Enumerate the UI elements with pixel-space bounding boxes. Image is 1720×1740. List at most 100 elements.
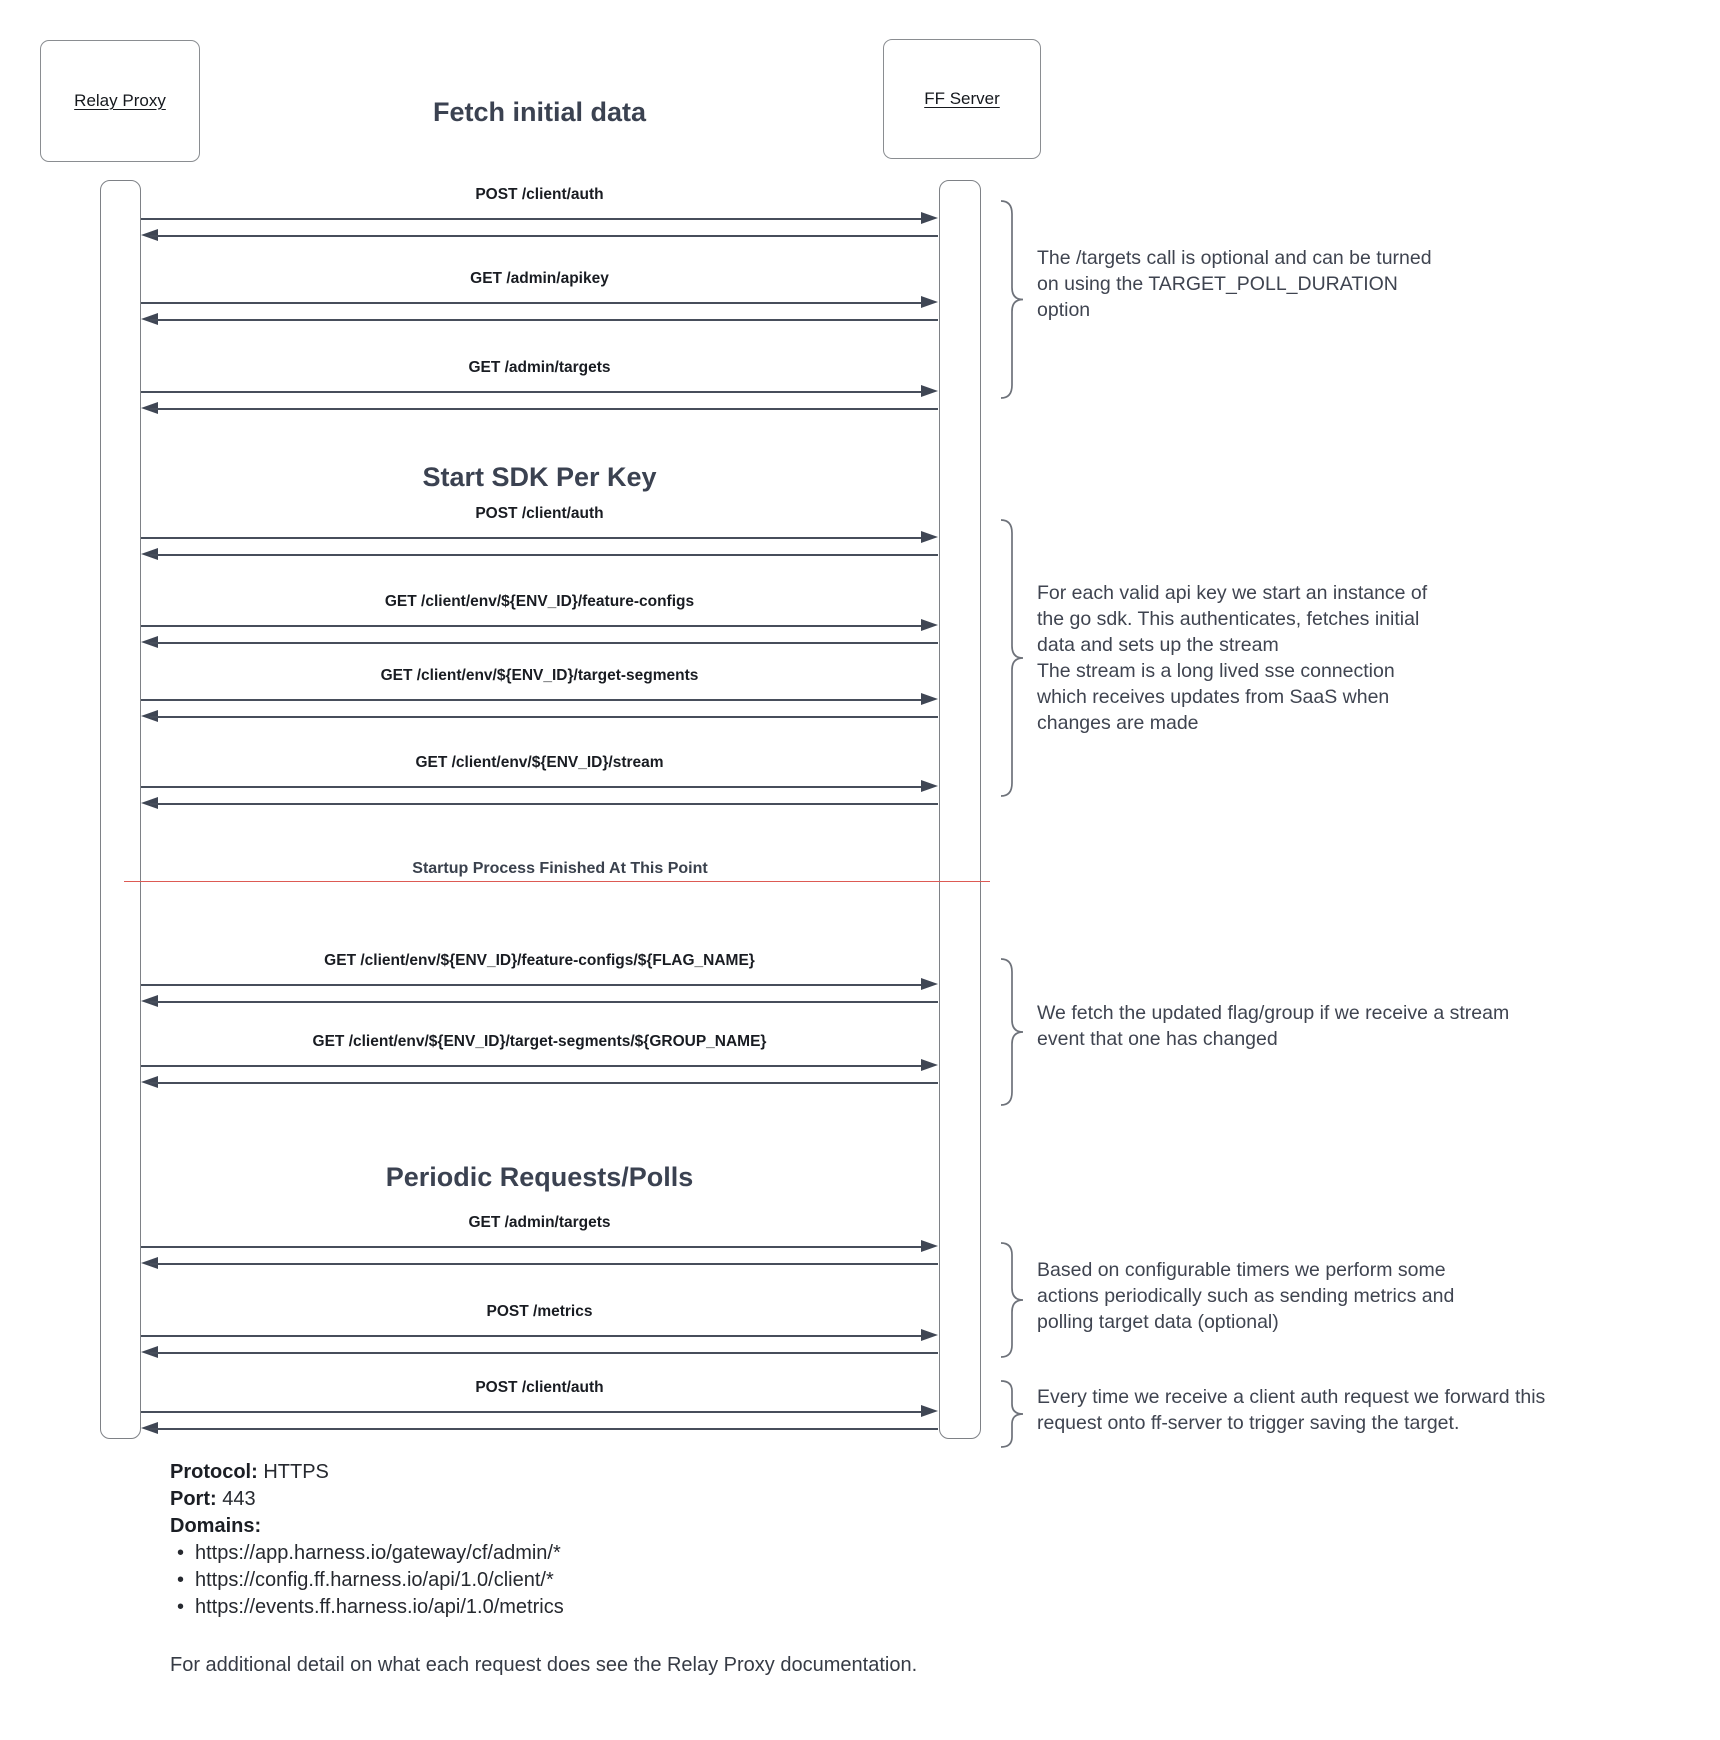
message-pair: POST /client/auth — [141, 505, 938, 560]
message-pair: GET /admin/apikey — [141, 270, 938, 325]
bullet-icon: • — [177, 1542, 185, 1564]
brace-icon — [999, 1242, 1025, 1358]
message-pair: GET /admin/targets — [141, 1214, 938, 1269]
protocol-line: Protocol: HTTPS — [170, 1459, 564, 1486]
annotation-line: data and sets up the stream — [1037, 634, 1279, 656]
actor-label-ff-server: FF Server — [924, 89, 1000, 108]
message-pair: GET /client/env/${ENV_ID}/target-segment… — [141, 1033, 938, 1088]
request-arrow — [141, 978, 938, 992]
response-arrow — [141, 797, 938, 811]
lifeline-bar-ff-server — [939, 180, 981, 1439]
section-title-periodic-requests-polls: Periodic Requests/Polls — [385, 1162, 694, 1192]
arrowhead-right-icon — [921, 780, 938, 792]
arrowhead-right-icon — [921, 1059, 938, 1071]
message-label: GET /client/env/${ENV_ID}/target-segment… — [312, 1033, 767, 1050]
arrowhead-left-icon — [141, 229, 158, 241]
arrowhead-right-icon — [921, 212, 938, 224]
annotation-client-auth-forward: Every time we receive a client auth requ… — [1037, 1384, 1545, 1436]
message-label: GET /client/env/${ENV_ID}/target-segment… — [380, 667, 699, 684]
annotation-line: which receives updates from SaaS when — [1037, 686, 1390, 708]
brace-icon — [999, 1380, 1025, 1448]
domain-url: https://app.harness.io/gateway/cf/admin/… — [195, 1542, 561, 1564]
response-arrow — [141, 710, 938, 724]
annotation-line: the go sdk. This authenticates, fetches … — [1037, 608, 1420, 630]
request-arrow — [141, 212, 938, 226]
annotation-sdk-instance: For each valid api key we start an insta… — [1037, 580, 1427, 736]
request-arrow — [141, 531, 938, 545]
response-arrow — [141, 1422, 938, 1436]
annotation-targets-optional: The /targets call is optional and can be… — [1037, 245, 1432, 323]
annotation-line: request onto ff-server to trigger saving… — [1037, 1412, 1460, 1434]
message-label: POST /metrics — [486, 1303, 593, 1320]
arrowhead-left-icon — [141, 636, 158, 648]
annotation-line: changes are made — [1037, 712, 1199, 734]
startup-divider-label: Startup Process Finished At This Point — [412, 860, 708, 877]
request-arrow — [141, 296, 938, 310]
annotation-line: on using the TARGET_POLL_DURATION — [1037, 273, 1398, 295]
message-pair: POST /metrics — [141, 1303, 938, 1358]
request-arrow — [141, 619, 938, 633]
arrowhead-right-icon — [921, 531, 938, 543]
response-arrow — [141, 1346, 938, 1360]
protocol-label: Protocol: — [170, 1461, 258, 1483]
request-arrow — [141, 1405, 938, 1419]
arrowhead-right-icon — [921, 978, 938, 990]
message-pair: GET /client/env/${ENV_ID}/feature-config… — [141, 593, 938, 648]
arrowhead-left-icon — [141, 995, 158, 1007]
brace-icon — [999, 519, 1025, 797]
request-arrow — [141, 1240, 938, 1254]
message-pair: GET /client/env/${ENV_ID}/target-segment… — [141, 667, 938, 722]
message-pair: GET /client/env/${ENV_ID}/feature-config… — [141, 952, 938, 1007]
arrowhead-left-icon — [141, 1422, 158, 1434]
arrowhead-right-icon — [921, 1240, 938, 1252]
actor-label-relay-proxy: Relay Proxy — [74, 91, 166, 110]
arrowhead-left-icon — [141, 402, 158, 414]
annotation-periodic-timers: Based on configurable timers we perform … — [1037, 1257, 1454, 1335]
actor-box-ff-server: FF Server — [883, 39, 1041, 159]
message-pair: POST /client/auth — [141, 1379, 938, 1434]
response-arrow — [141, 636, 938, 650]
annotation-line: polling target data (optional) — [1037, 1311, 1279, 1333]
port-label: Port: — [170, 1488, 217, 1510]
message-label: GET /admin/apikey — [470, 270, 609, 287]
arrowhead-left-icon — [141, 1076, 158, 1088]
brace-icon — [999, 958, 1025, 1106]
request-arrow — [141, 385, 938, 399]
message-label: POST /client/auth — [475, 505, 604, 522]
arrowhead-right-icon — [921, 693, 938, 705]
message-label: GET /admin/targets — [468, 359, 611, 376]
response-arrow — [141, 548, 938, 562]
message-label: GET /client/env/${ENV_ID}/stream — [415, 754, 664, 771]
response-arrow — [141, 313, 938, 327]
domains-label: Domains: — [170, 1515, 262, 1537]
actor-box-relay-proxy: Relay Proxy — [40, 40, 200, 162]
response-arrow — [141, 229, 938, 243]
message-label: GET /client/env/${ENV_ID}/feature-config… — [384, 593, 695, 610]
annotation-line: option — [1037, 299, 1091, 321]
annotation-line: event that one has changed — [1037, 1028, 1278, 1050]
request-arrow — [141, 693, 938, 707]
message-label: POST /client/auth — [475, 1379, 604, 1396]
arrowhead-right-icon — [921, 1329, 938, 1341]
bullet-icon: • — [177, 1569, 185, 1591]
annotation-line: Every time we receive a client auth requ… — [1037, 1386, 1546, 1408]
startup-divider-line — [124, 881, 990, 882]
annotation-line: The /targets call is optional and can be… — [1037, 247, 1432, 269]
bullet-icon: • — [177, 1596, 185, 1618]
port-line: Port: 443 — [170, 1486, 564, 1513]
response-arrow — [141, 402, 938, 416]
domain-url: https://events.ff.harness.io/api/1.0/met… — [195, 1596, 564, 1618]
arrowhead-right-icon — [921, 296, 938, 308]
arrowhead-left-icon — [141, 313, 158, 325]
arrowhead-left-icon — [141, 548, 158, 560]
message-label: GET /client/env/${ENV_ID}/feature-config… — [324, 952, 755, 969]
response-arrow — [141, 995, 938, 1009]
request-arrow — [141, 780, 938, 794]
annotation-line: We fetch the updated flag/group if we re… — [1037, 1002, 1510, 1024]
domain-url: https://config.ff.harness.io/api/1.0/cli… — [195, 1569, 554, 1591]
annotation-line: actions periodically such as sending met… — [1037, 1285, 1455, 1307]
arrowhead-left-icon — [141, 1257, 158, 1269]
request-arrow — [141, 1329, 938, 1343]
response-arrow — [141, 1257, 938, 1271]
